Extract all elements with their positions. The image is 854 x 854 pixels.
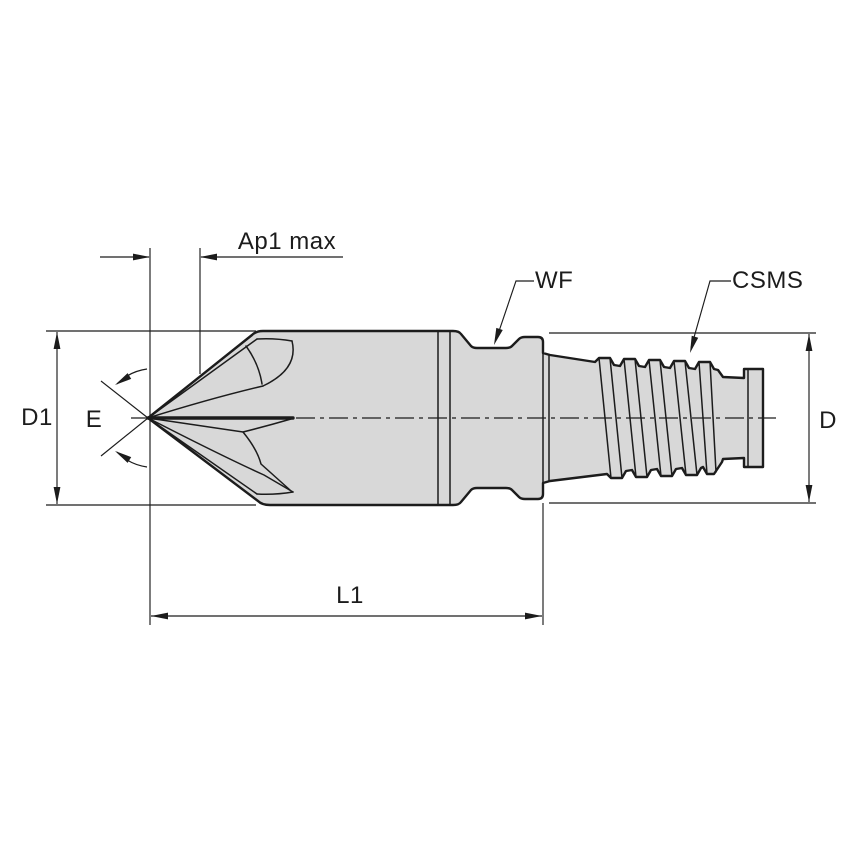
e-angle-line-upper xyxy=(100,380,149,419)
dim-angle-e: E xyxy=(86,368,149,468)
csms-leader-arrow xyxy=(686,335,699,354)
d-label: D xyxy=(819,407,837,434)
flute-gash-lower xyxy=(256,491,294,495)
leader-csms: CSMS xyxy=(686,267,803,354)
flute-arc-lower xyxy=(242,431,291,491)
flute-radial-upper xyxy=(147,385,264,419)
leader-wf: WF xyxy=(490,267,573,347)
e-angle-line-lower xyxy=(100,417,149,457)
wf-label: WF xyxy=(535,267,573,294)
e-arc-arrow-upper xyxy=(113,373,132,388)
flute-radial-lower xyxy=(147,417,294,493)
ap1-arrow-right xyxy=(133,253,150,261)
d-arrow-down xyxy=(805,485,813,502)
dim-d: D xyxy=(549,332,837,504)
l1-arrow-right xyxy=(525,612,542,620)
dim-d1: D1 xyxy=(21,330,256,506)
csms-leader-line xyxy=(690,280,731,349)
d1-arrow-down xyxy=(53,487,61,504)
d-arrow-up xyxy=(805,334,813,351)
thread-flank-lines xyxy=(598,357,717,479)
flute-land-lower xyxy=(147,417,258,495)
wf-leader-line xyxy=(495,280,534,341)
l1-label: L1 xyxy=(336,582,364,609)
dim-ap1-max: Ap1 max xyxy=(100,228,343,625)
flute-land-upper xyxy=(147,338,258,419)
thread-flank xyxy=(673,360,687,476)
l1-arrow-left xyxy=(151,612,168,620)
e-arc-arrow-lower xyxy=(113,448,132,463)
ap1-arrow-left xyxy=(200,253,217,261)
thread-flank xyxy=(648,359,662,477)
wf-leader-arrow xyxy=(490,327,503,347)
dim-l1: L1 xyxy=(151,503,544,625)
d1-label: D1 xyxy=(21,404,53,431)
csms-label: CSMS xyxy=(732,267,803,294)
flute-arc-upper xyxy=(245,345,263,385)
flute-gash-upper xyxy=(256,338,293,342)
thread-flank xyxy=(709,361,717,473)
d1-arrow-up xyxy=(53,332,61,349)
ap1-label: Ap1 max xyxy=(238,228,336,255)
thread-flank xyxy=(609,357,623,479)
flute-petal-upper xyxy=(262,340,294,387)
e-label: E xyxy=(86,406,103,433)
thread-flank xyxy=(684,360,698,476)
